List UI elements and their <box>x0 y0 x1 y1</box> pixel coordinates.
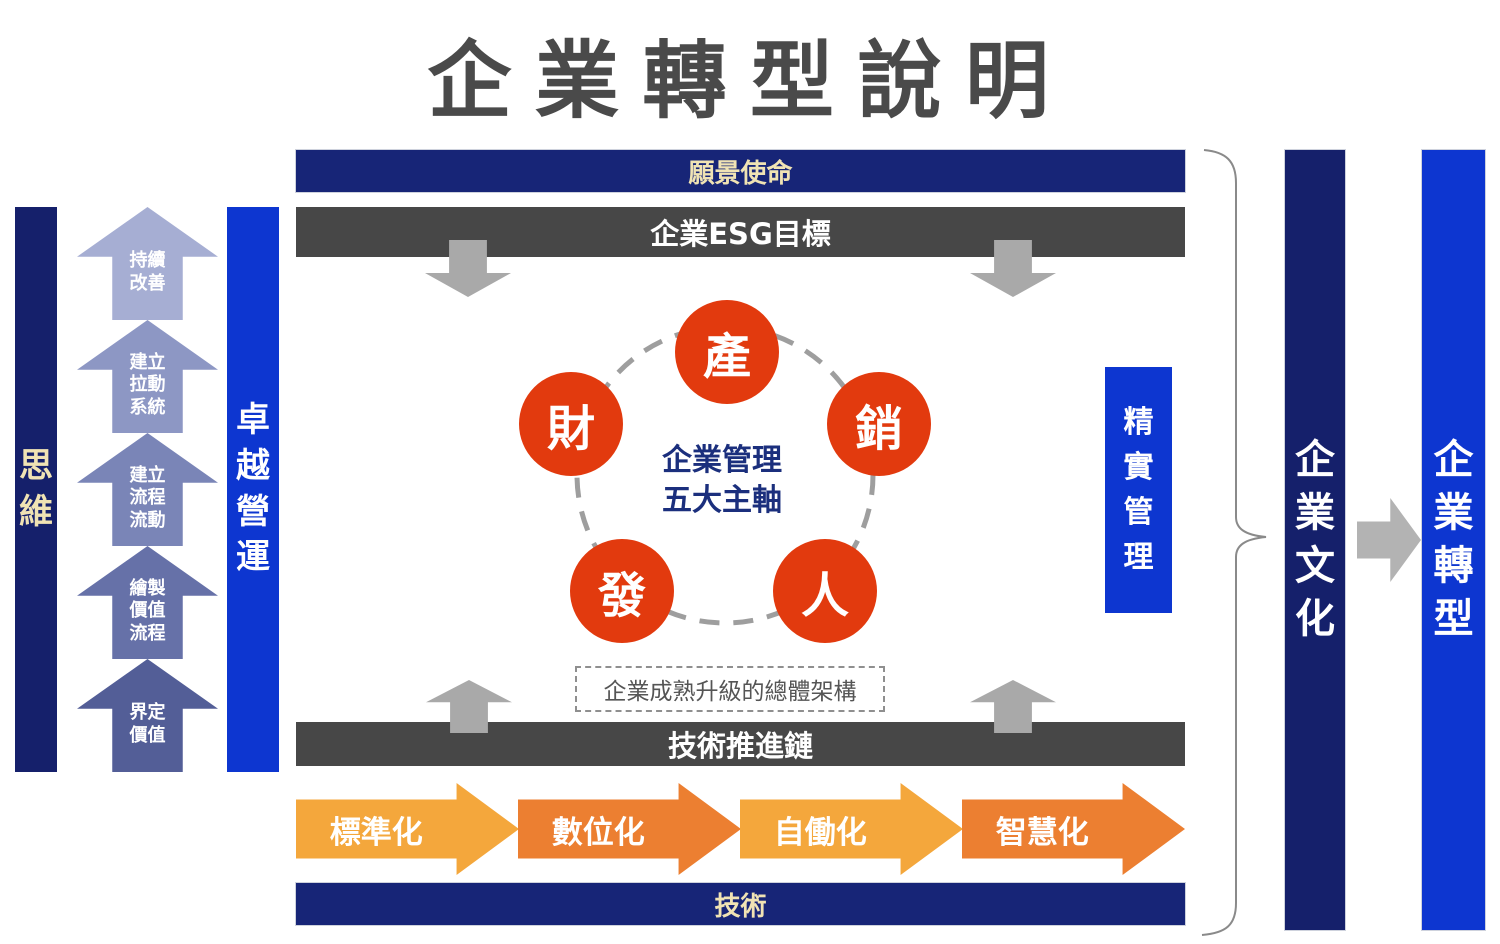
axis-circle-rnd-label: 發 <box>597 568 646 624</box>
lean-step-label: 建立 流程 流動 <box>129 464 166 531</box>
technology-label: 技術 <box>714 891 767 922</box>
axis-circle-production: 產 <box>675 300 779 404</box>
lean-step-arrow-icon: 繪製 價值 流程 <box>77 546 218 659</box>
axis-circle-production-label: 產 <box>702 329 751 385</box>
axis-circle-sales: 銷 <box>827 372 931 476</box>
tech-stage-label: 智慧化 <box>995 814 1089 851</box>
corporate-culture-bar: 企業文化 <box>1285 150 1345 930</box>
page-title: 企業轉型說明 <box>427 32 1073 130</box>
right-arrow-icon <box>1357 498 1421 582</box>
technology-bar: 技術 <box>296 883 1185 925</box>
lean-management-box: 精實管理 <box>1105 367 1172 613</box>
esg-goal-label: 企業ESG目標 <box>650 217 831 251</box>
enterprise-transformation-label: 企業轉型 <box>1433 437 1474 642</box>
tech-stage-arrow-standardization: 標準化 <box>296 783 519 875</box>
tech-stage-arrow-intelligence: 智慧化 <box>962 783 1185 875</box>
maturity-framework-label: 企業成熟升級的總體架構 <box>603 679 857 705</box>
tech-push-chain-label: 技術推進鏈 <box>667 729 813 763</box>
tech-stage-label: 自働化 <box>773 814 867 851</box>
enterprise-transformation-bar: 企業轉型 <box>1422 150 1485 930</box>
lean-step-label: 界定 價值 <box>129 702 166 746</box>
corporate-culture-label: 企業文化 <box>1295 437 1335 642</box>
lean-management-label: 精實管理 <box>1123 405 1154 575</box>
tech-stage-arrow-digitization: 數位化 <box>518 783 741 875</box>
vision-mission-bar: 願景使命 <box>296 150 1185 192</box>
vision-mission-label: 願景使命 <box>688 158 793 189</box>
operational-excellence-bar: 卓越營運 <box>227 207 279 772</box>
thinking-bar-label: 思維 <box>19 445 53 532</box>
maturity-framework-box: 企業成熟升級的總體架構 <box>575 666 885 712</box>
lean-step-label: 建立 拉動 系統 <box>129 351 166 418</box>
tech-stage-label: 數位化 <box>551 814 645 851</box>
axis-circle-finance-label: 財 <box>546 401 595 457</box>
tech-push-chain-bar: 技術推進鏈 <box>296 722 1185 766</box>
thinking-bar: 思維 <box>15 207 57 772</box>
axis-circle-people-label: 人 <box>800 568 849 624</box>
lean-step-arrow-icon: 持續 改善 <box>77 207 218 320</box>
tech-stage-label: 標準化 <box>329 814 423 851</box>
lean-step-arrow-icon: 界定 價值 <box>77 659 218 772</box>
lean-step-arrow-icon: 建立 拉動 系統 <box>77 320 218 433</box>
axis-circle-people: 人 <box>773 539 877 643</box>
lean-step-label: 持續 改善 <box>129 250 166 294</box>
five-axes-center-label: 企業管理 五大主軸 <box>662 443 782 518</box>
tech-stage-arrow-autonomation: 自働化 <box>740 783 963 875</box>
axis-circle-finance: 財 <box>519 372 623 476</box>
esg-goal-bar: 企業ESG目標 <box>296 207 1185 257</box>
lean-step-label: 繪製 價值 流程 <box>129 577 166 644</box>
grouping-brace <box>1201 149 1267 936</box>
axis-circle-sales-label: 銷 <box>854 401 903 457</box>
operational-excellence-label: 卓越營運 <box>236 399 270 578</box>
axis-circle-rnd: 發 <box>570 539 674 643</box>
lean-step-arrow-icon: 建立 流程 流動 <box>77 433 218 546</box>
